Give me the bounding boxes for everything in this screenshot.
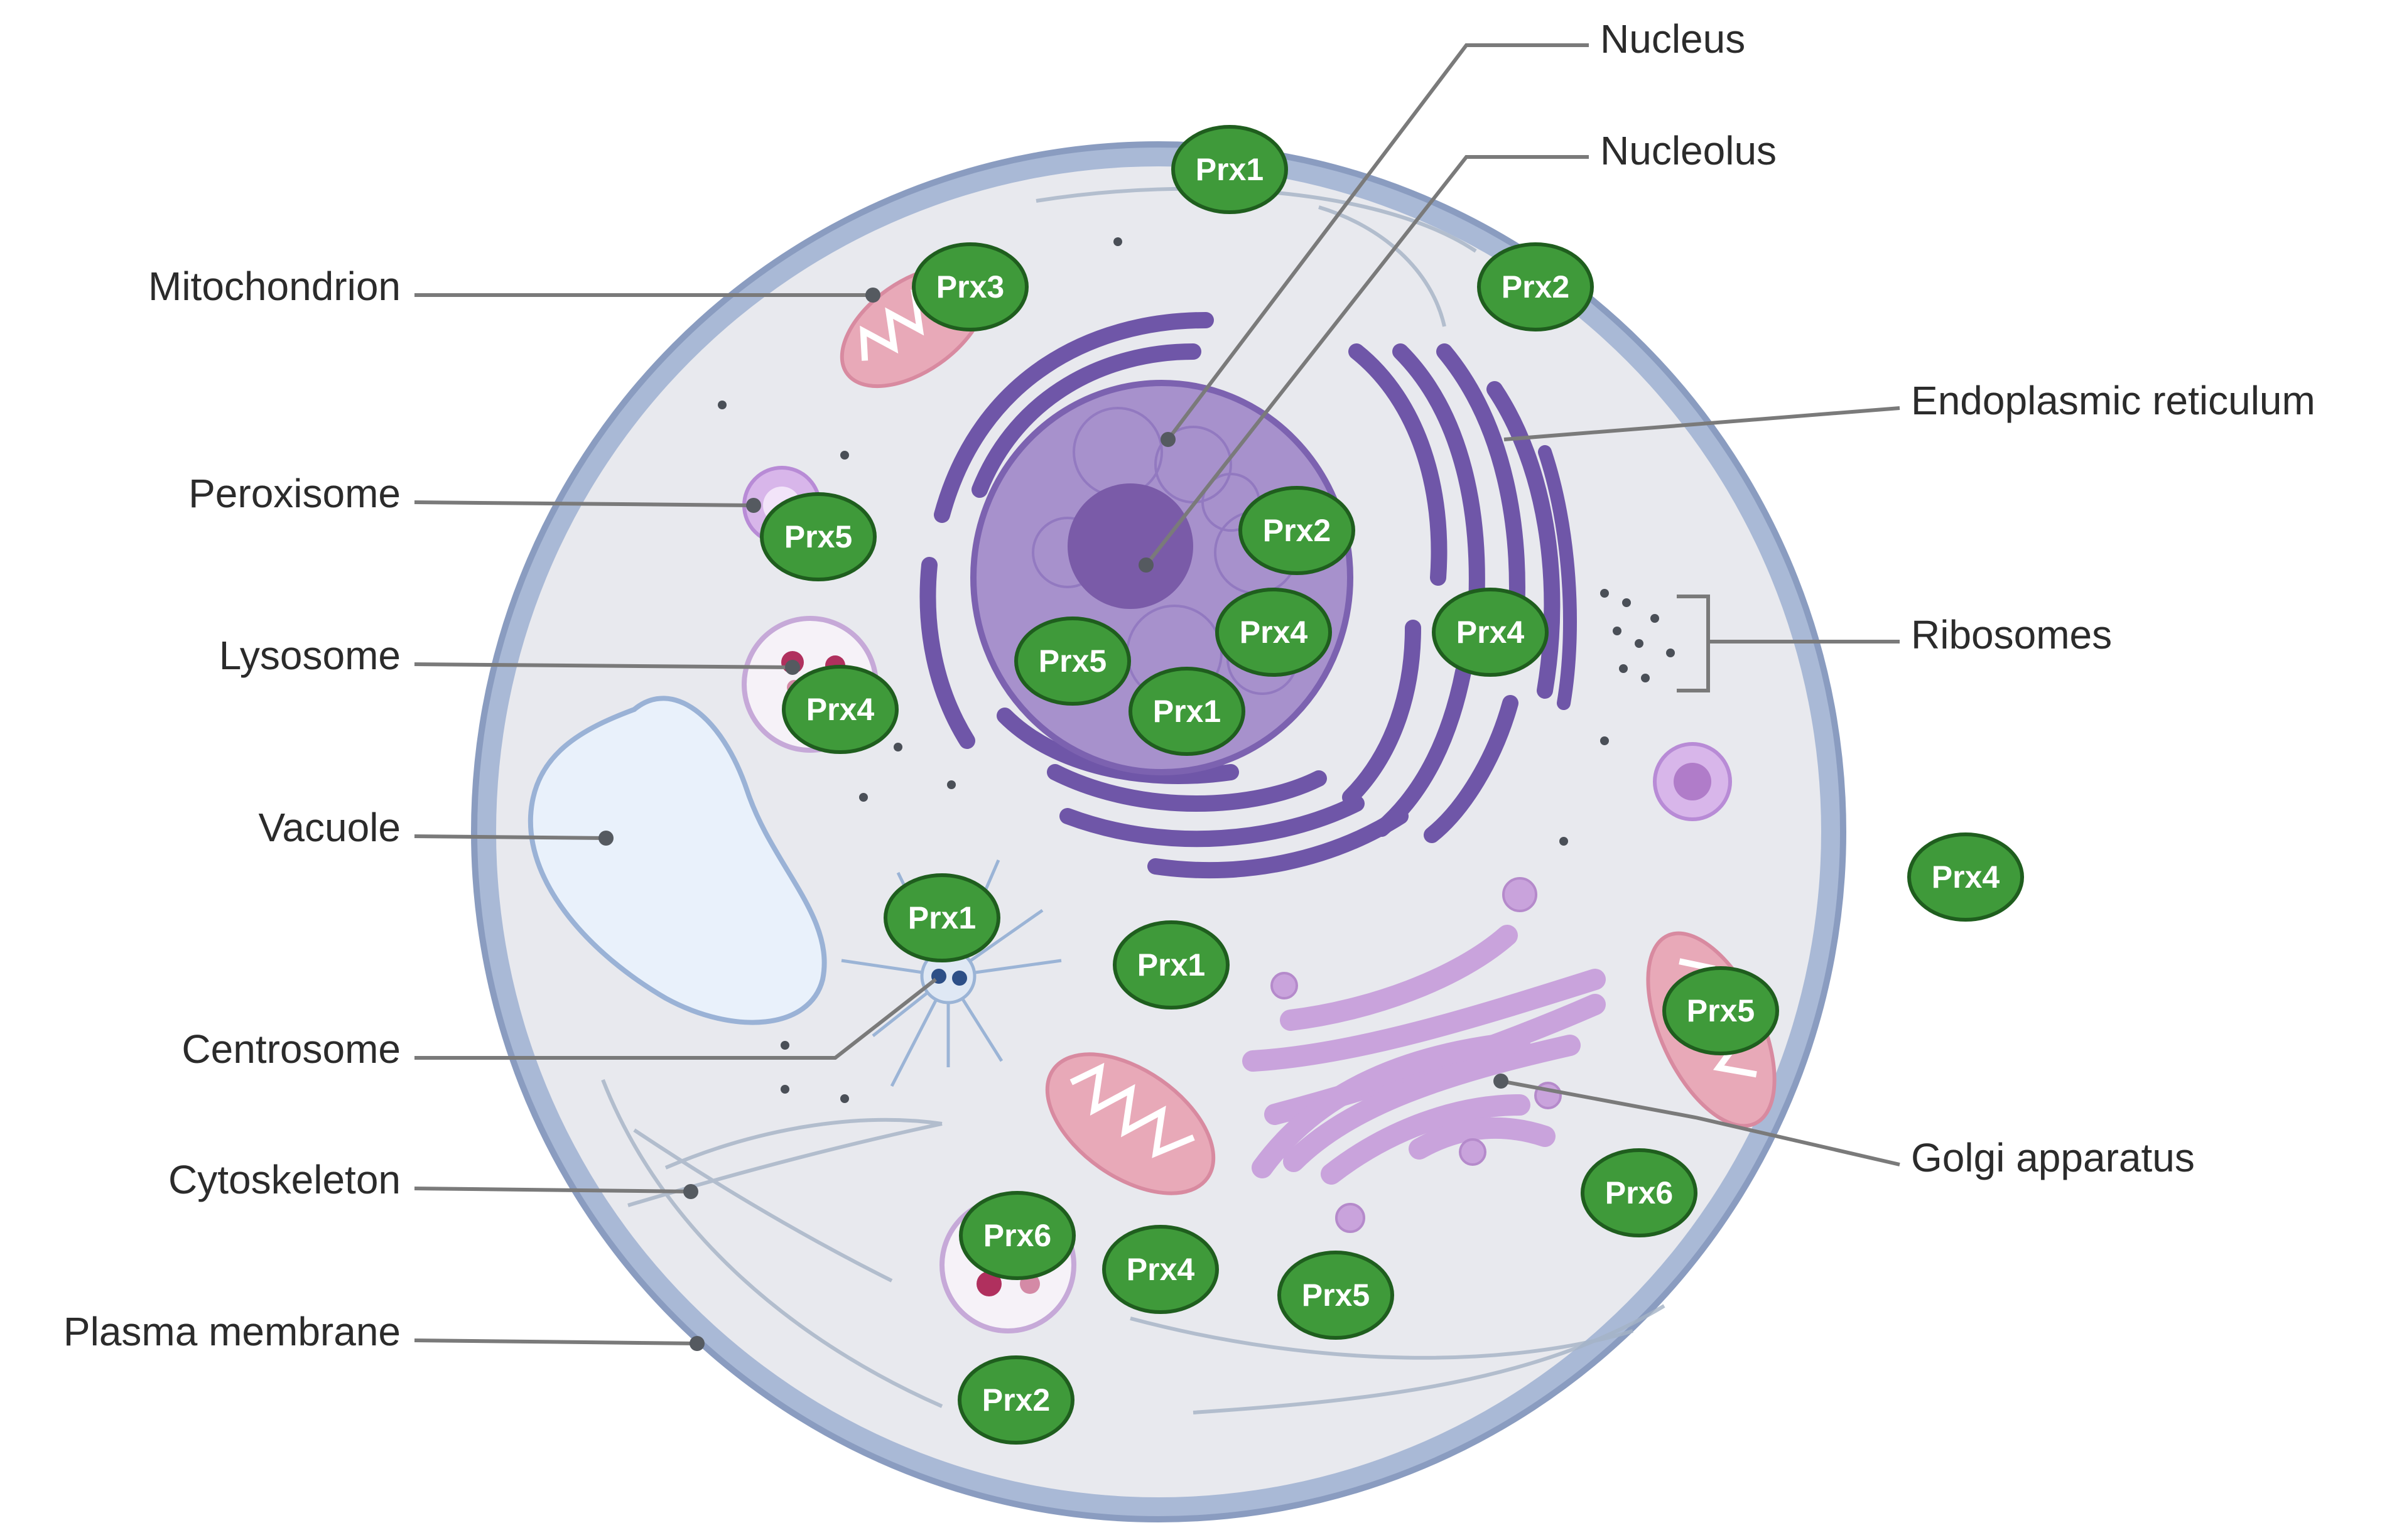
badge-prx4-extracellular: Prx4: [1907, 832, 2024, 922]
badge-prx5-mitochondrion: Prx5: [1662, 966, 1779, 1055]
right-labels: Nucleus Nucleolus Endoplasmic reticulum …: [1600, 16, 2315, 1180]
svg-text:Prx4: Prx4: [1240, 615, 1308, 650]
leader-lines: [414, 43, 1900, 1345]
label-peroxisome: Peroxisome: [188, 471, 401, 516]
svg-text:Prx4: Prx4: [1932, 859, 2000, 895]
badge-prx1-cytoplasm: Prx1: [1113, 920, 1230, 1010]
badge-prx4-lysosome: Prx4: [782, 665, 899, 754]
badge-prx1-membrane: Prx1: [1171, 125, 1288, 214]
plasma-membrane-leader: [414, 1338, 698, 1345]
badge-prx2-nucleus: Prx2: [1238, 486, 1355, 575]
svg-text:Prx1: Prx1: [908, 900, 976, 935]
vacuole-shape: [528, 696, 827, 1025]
badge-prx4-nucleus: Prx4: [1215, 588, 1332, 677]
label-lysosome: Lysosome: [219, 633, 401, 678]
badge-prx6-cytoplasm: Prx6: [1581, 1148, 1697, 1237]
svg-text:Prx2: Prx2: [1263, 513, 1331, 548]
svg-text:Prx5: Prx5: [1302, 1278, 1370, 1313]
badge-prx2-cytoplasm-bottom: Prx2: [958, 1355, 1074, 1445]
label-golgi-apparatus: Golgi apparatus: [1911, 1135, 2195, 1180]
vacuole-leader: [414, 834, 607, 840]
label-nucleus: Nucleus: [1600, 16, 1745, 62]
badge-prx4-cytoplasm-bottom: Prx4: [1102, 1225, 1219, 1314]
badge-prx4-er: Prx4: [1432, 588, 1549, 677]
svg-text:Prx1: Prx1: [1196, 152, 1264, 187]
svg-text:Prx3: Prx3: [936, 269, 1004, 304]
golgi-apparatus-leader: [1500, 1079, 1900, 1166]
centrosome-leader: [414, 977, 937, 1060]
nucleolus-shape: [1068, 483, 1193, 609]
svg-text:Prx4: Prx4: [1456, 615, 1525, 650]
svg-text:Prx2: Prx2: [982, 1382, 1050, 1418]
endoplasmic-reticulum-leader: [1503, 406, 1900, 441]
svg-text:Prx2: Prx2: [1502, 269, 1569, 304]
protein-badges: Prx1 Prx3 Prx2 Prx5 Prx2 Prx4 Prx4 Prx5: [760, 125, 2024, 1445]
badge-prx5-cytoplasm-bottom: Prx5: [1277, 1251, 1394, 1340]
label-ribosomes: Ribosomes: [1911, 612, 2112, 657]
svg-text:Prx5: Prx5: [1039, 643, 1107, 679]
svg-text:Prx4: Prx4: [806, 692, 875, 727]
badge-prx6-lysosome: Prx6: [959, 1191, 1076, 1280]
nucleus-leader: [1166, 43, 1589, 441]
svg-text:Prx5: Prx5: [1687, 993, 1755, 1028]
peroxisome-leader: [414, 500, 754, 507]
golgi-apparatus-shape: [1242, 925, 1606, 1185]
label-vacuole: Vacuole: [258, 805, 401, 850]
lysosome-leader: [414, 662, 793, 669]
centrosome-shape: [841, 859, 1062, 1087]
cytoskeleton-fibers: [601, 186, 1665, 1414]
badge-prx5-nucleus: Prx5: [1014, 617, 1131, 706]
nucleolus-leader: [1144, 155, 1589, 566]
ribosome-dots: [718, 237, 1675, 1103]
label-endoplasmic-reticulum: Endoplasmic reticulum: [1911, 378, 2315, 423]
badge-prx1-centrosome: Prx1: [884, 873, 1000, 962]
badge-prx3-mitochondrion: Prx3: [912, 242, 1029, 331]
svg-text:Prx6: Prx6: [1605, 1175, 1673, 1210]
svg-text:Prx4: Prx4: [1127, 1252, 1195, 1287]
badge-prx5-peroxisome: Prx5: [760, 492, 877, 581]
label-mitochondrion: Mitochondrion: [148, 264, 401, 309]
label-nucleolus: Nucleolus: [1600, 128, 1777, 173]
label-plasma-membrane: Plasma membrane: [63, 1309, 401, 1354]
svg-text:Prx5: Prx5: [784, 519, 852, 554]
label-cytoskeleton: Cytoskeleton: [168, 1157, 401, 1202]
svg-text:Prx1: Prx1: [1153, 694, 1221, 729]
label-centrosome: Centrosome: [181, 1026, 401, 1072]
leader-dots: [598, 288, 1508, 1351]
left-labels: Mitochondrion Peroxisome Lysosome Vacuol…: [63, 264, 401, 1354]
badge-prx1-nucleus: Prx1: [1129, 667, 1245, 756]
svg-text:Prx1: Prx1: [1137, 947, 1205, 983]
badge-prx2-cytoplasm-top: Prx2: [1477, 242, 1594, 331]
cytoskeleton-leader: [414, 1187, 691, 1193]
svg-text:Prx6: Prx6: [983, 1218, 1051, 1253]
